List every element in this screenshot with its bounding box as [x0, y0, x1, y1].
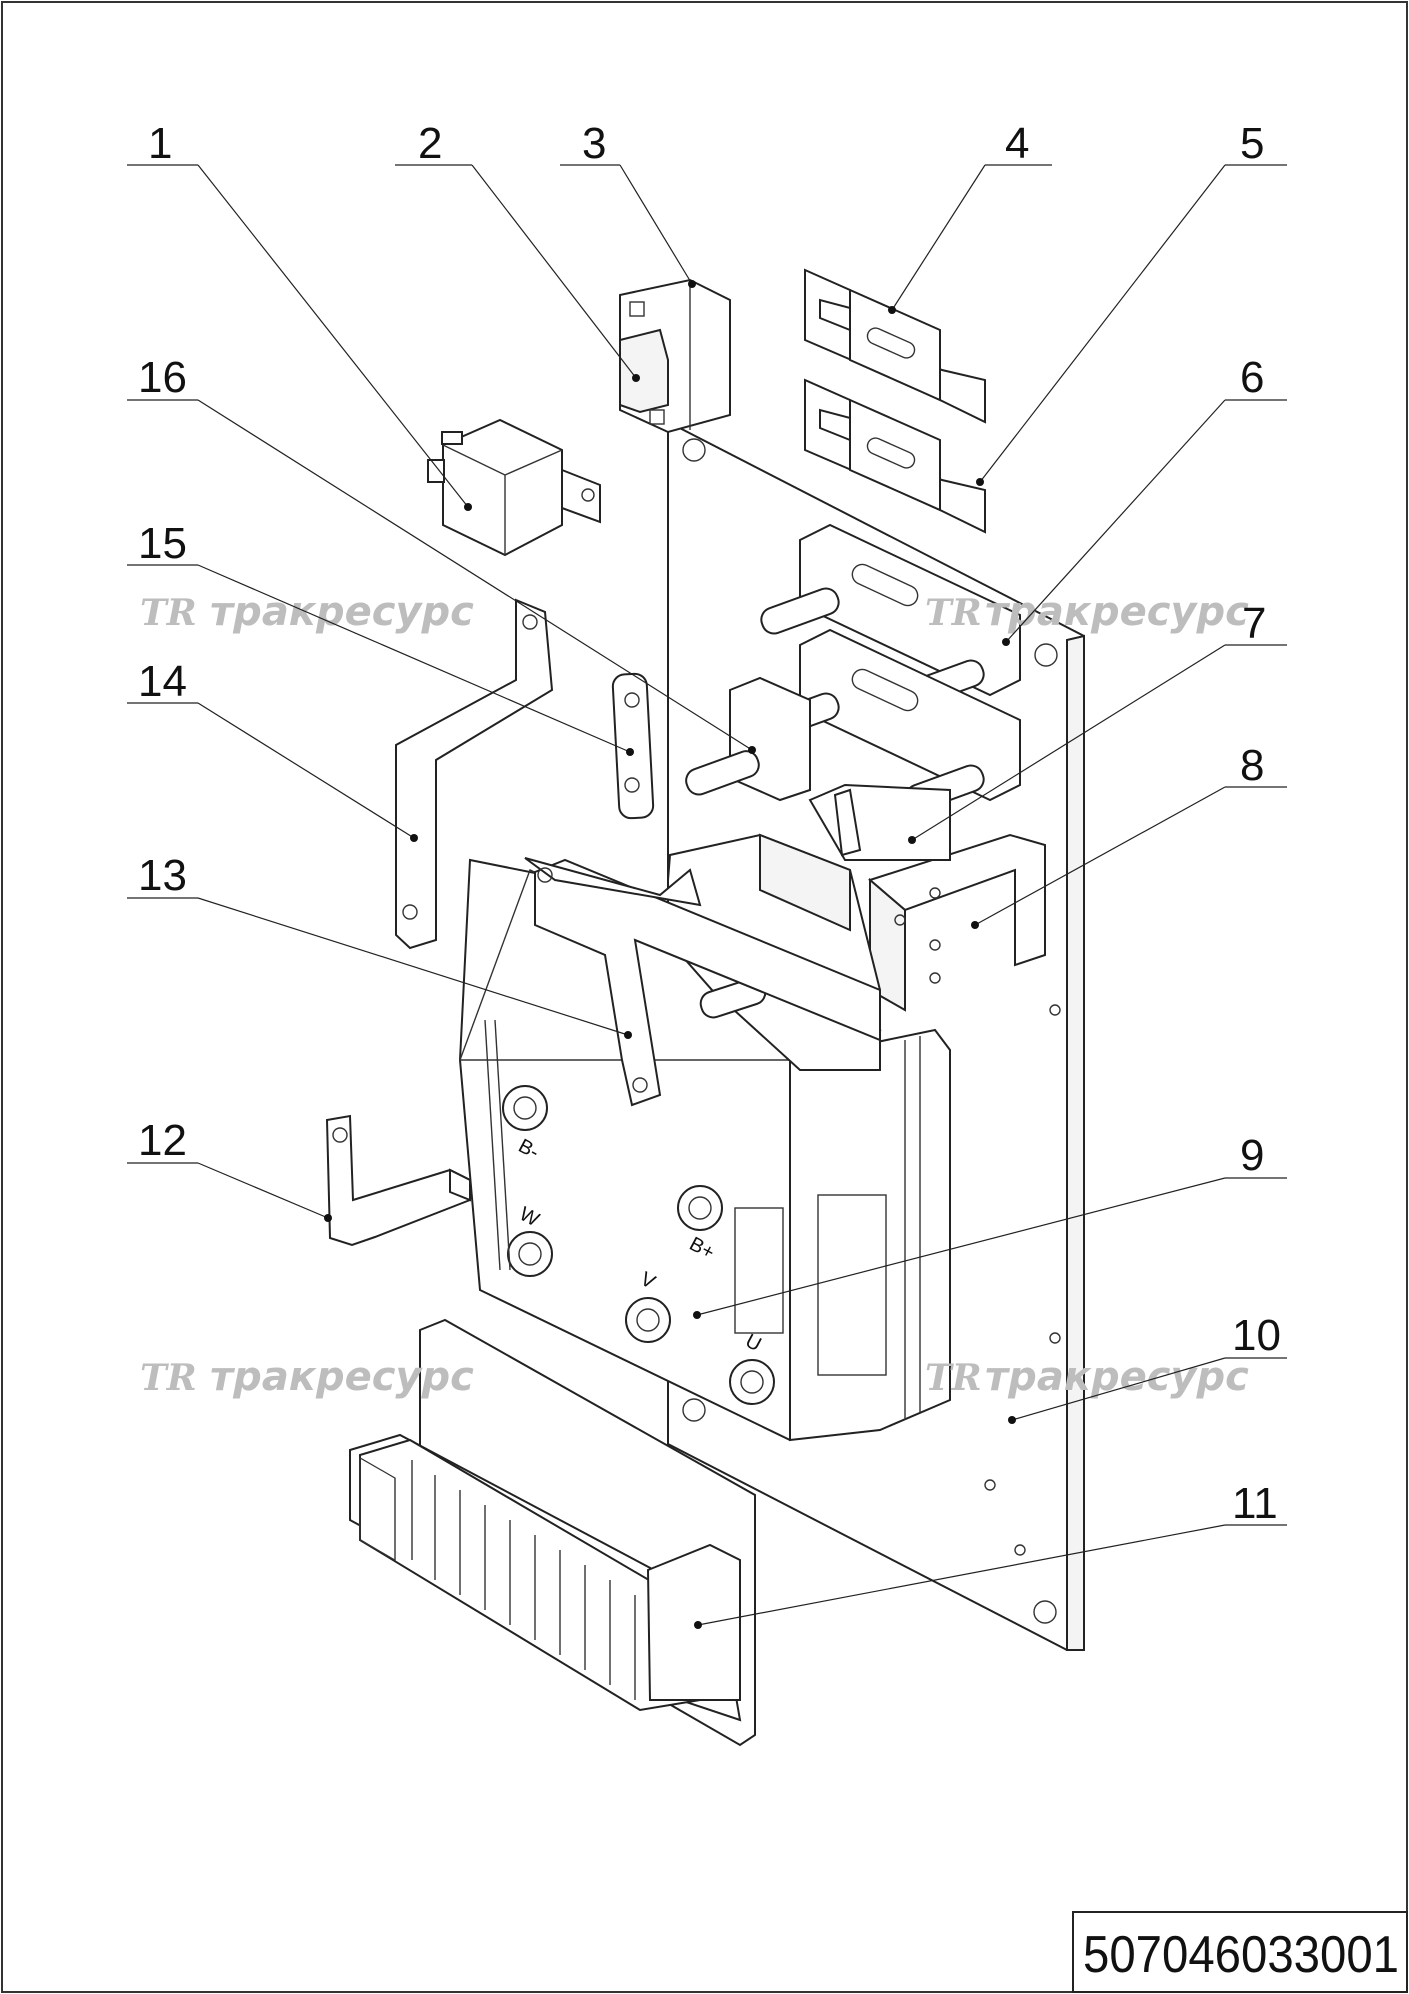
callout-number: 6	[1240, 353, 1264, 402]
callout-16: 16	[127, 353, 756, 754]
busbar-l	[395, 598, 554, 950]
fuse-upper	[804, 268, 986, 424]
callout-number: 15	[138, 519, 187, 568]
watermark-logo: TR	[140, 1357, 197, 1399]
callout-number: 4	[1005, 119, 1029, 168]
callout-number: 9	[1240, 1131, 1264, 1180]
callout-9: 9	[693, 1131, 1287, 1319]
document-number: 507046033001	[1083, 1926, 1399, 1984]
callout-7: 7	[908, 599, 1287, 844]
callout-4: 4	[888, 119, 1052, 314]
watermark-2: TR тракресурс	[925, 589, 1249, 635]
watermark-text: тракресурс	[985, 1354, 1249, 1400]
callout-number: 13	[138, 851, 187, 900]
callout-number: 14	[138, 657, 187, 706]
callout-number: 10	[1232, 1311, 1281, 1360]
watermark-logo: TR	[925, 592, 982, 634]
document-number-box: 507046033001	[1072, 1911, 1408, 1993]
mounting-bracket	[867, 833, 1046, 1012]
watermark-text: тракресурс	[210, 589, 474, 635]
display-unit	[349, 1318, 756, 1747]
callout-5: 5	[976, 119, 1287, 486]
callout-number: 3	[582, 119, 606, 168]
callout-13: 13	[127, 851, 632, 1039]
busbar-z	[325, 1114, 471, 1247]
bracket-u	[524, 857, 881, 1107]
callout-11: 11	[694, 1479, 1287, 1629]
watermark-logo: TR	[140, 592, 197, 634]
watermark-3: TR тракресурс	[140, 1354, 474, 1400]
callout-number: 5	[1240, 119, 1264, 168]
callout-14: 14	[127, 657, 418, 842]
callout-10: 10	[1008, 1311, 1287, 1424]
callout-1: 1	[127, 119, 472, 511]
relay	[427, 418, 601, 557]
callout-12: 12	[127, 1116, 332, 1222]
callout-number: 2	[418, 119, 442, 168]
callout-number: 7	[1242, 599, 1266, 648]
stud-holder	[685, 676, 811, 802]
relay-base	[619, 278, 731, 434]
watermark-text: тракресурс	[210, 1354, 474, 1400]
callout-number: 8	[1240, 741, 1264, 790]
watermark-logo: TR	[925, 1357, 982, 1399]
fuse-lower	[804, 378, 986, 534]
callout-number: 12	[138, 1116, 187, 1165]
busbar-small	[611, 672, 655, 820]
watermark-text: тракресурс	[985, 589, 1249, 635]
callout-3: 3	[560, 119, 696, 288]
callout-8: 8	[971, 741, 1287, 929]
callout-2: 2	[395, 119, 640, 382]
callout-15: 15	[127, 519, 634, 756]
callout-number: 1	[148, 119, 172, 168]
callout-number: 11	[1232, 1479, 1278, 1528]
callout-number: 16	[138, 353, 187, 402]
watermark-4: TR тракресурс	[925, 1354, 1249, 1400]
callout-6: 6	[1002, 353, 1287, 646]
